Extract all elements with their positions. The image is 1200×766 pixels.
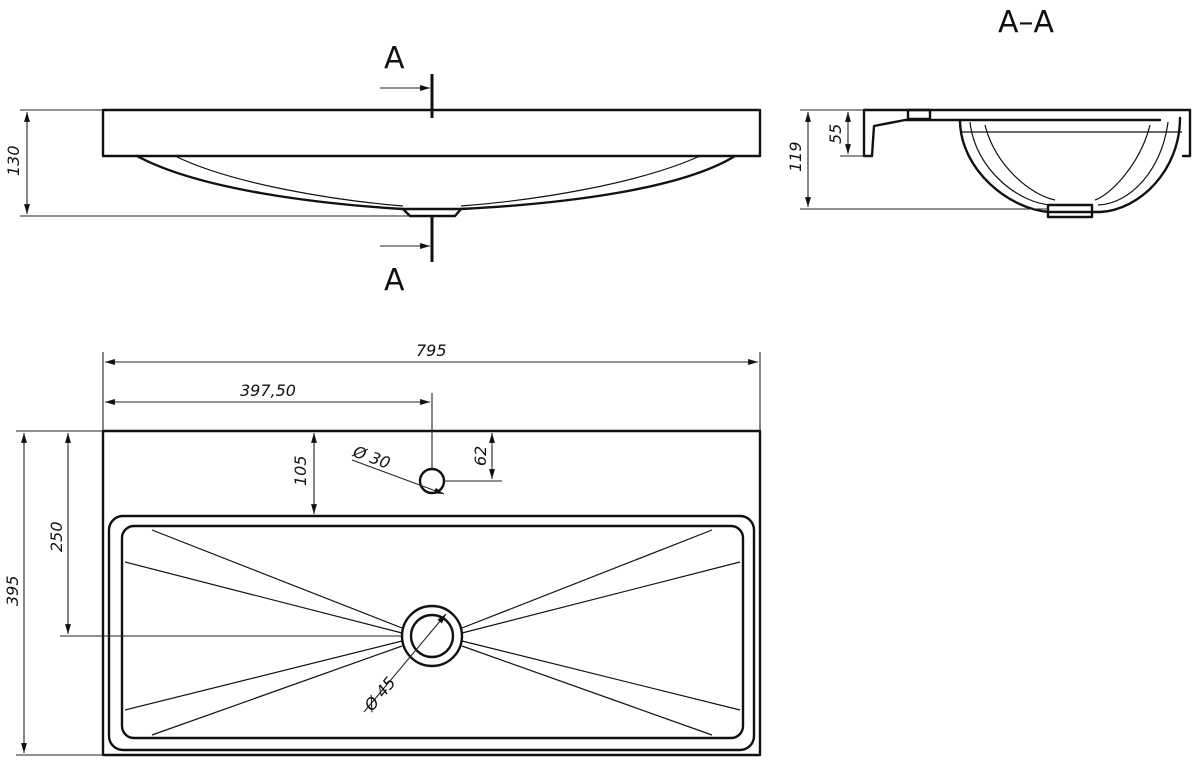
section-title: A–A [998,5,1055,40]
section-view [862,108,1192,219]
section-letter-top: A [384,41,405,76]
dim-label-overall-depth: 395 [3,575,22,606]
dim-label-tap-offset: 397,50 [240,381,296,400]
dim-tap-diameter: Ø 30 [350,442,445,495]
dim-label-section-rim: 55 [826,124,845,144]
dim-label-section-height: 119 [786,141,805,172]
top-view [101,429,762,757]
dim-tap-offset: 397,50 [105,381,433,470]
section-letter-bottom: A [384,263,405,298]
front-view [101,108,762,218]
dim-label-tap-diameter: Ø 30 [350,442,393,473]
dim-section-height: 119 [786,109,1048,210]
dim-tap-depth: 62 [444,433,502,482]
dim-label-tap-depth: 62 [471,446,490,466]
dim-label-front-height: 130 [4,145,23,176]
dim-overall-depth: 395 [3,430,103,756]
dim-label-drain-offset: 250 [47,521,66,552]
dim-label-overall-width: 795 [416,341,447,360]
dim-label-tap-to-bowl: 105 [291,455,310,486]
dim-front-height: 130 [4,109,410,217]
section-cut-line: A A [380,41,434,298]
dim-drain-offset: 250 [47,433,402,637]
dim-section-rim: 55 [826,112,872,157]
bowl-ridges [124,529,741,736]
dim-overall-width: 795 [102,341,761,431]
dim-tap-to-bowl: 105 [291,433,317,514]
